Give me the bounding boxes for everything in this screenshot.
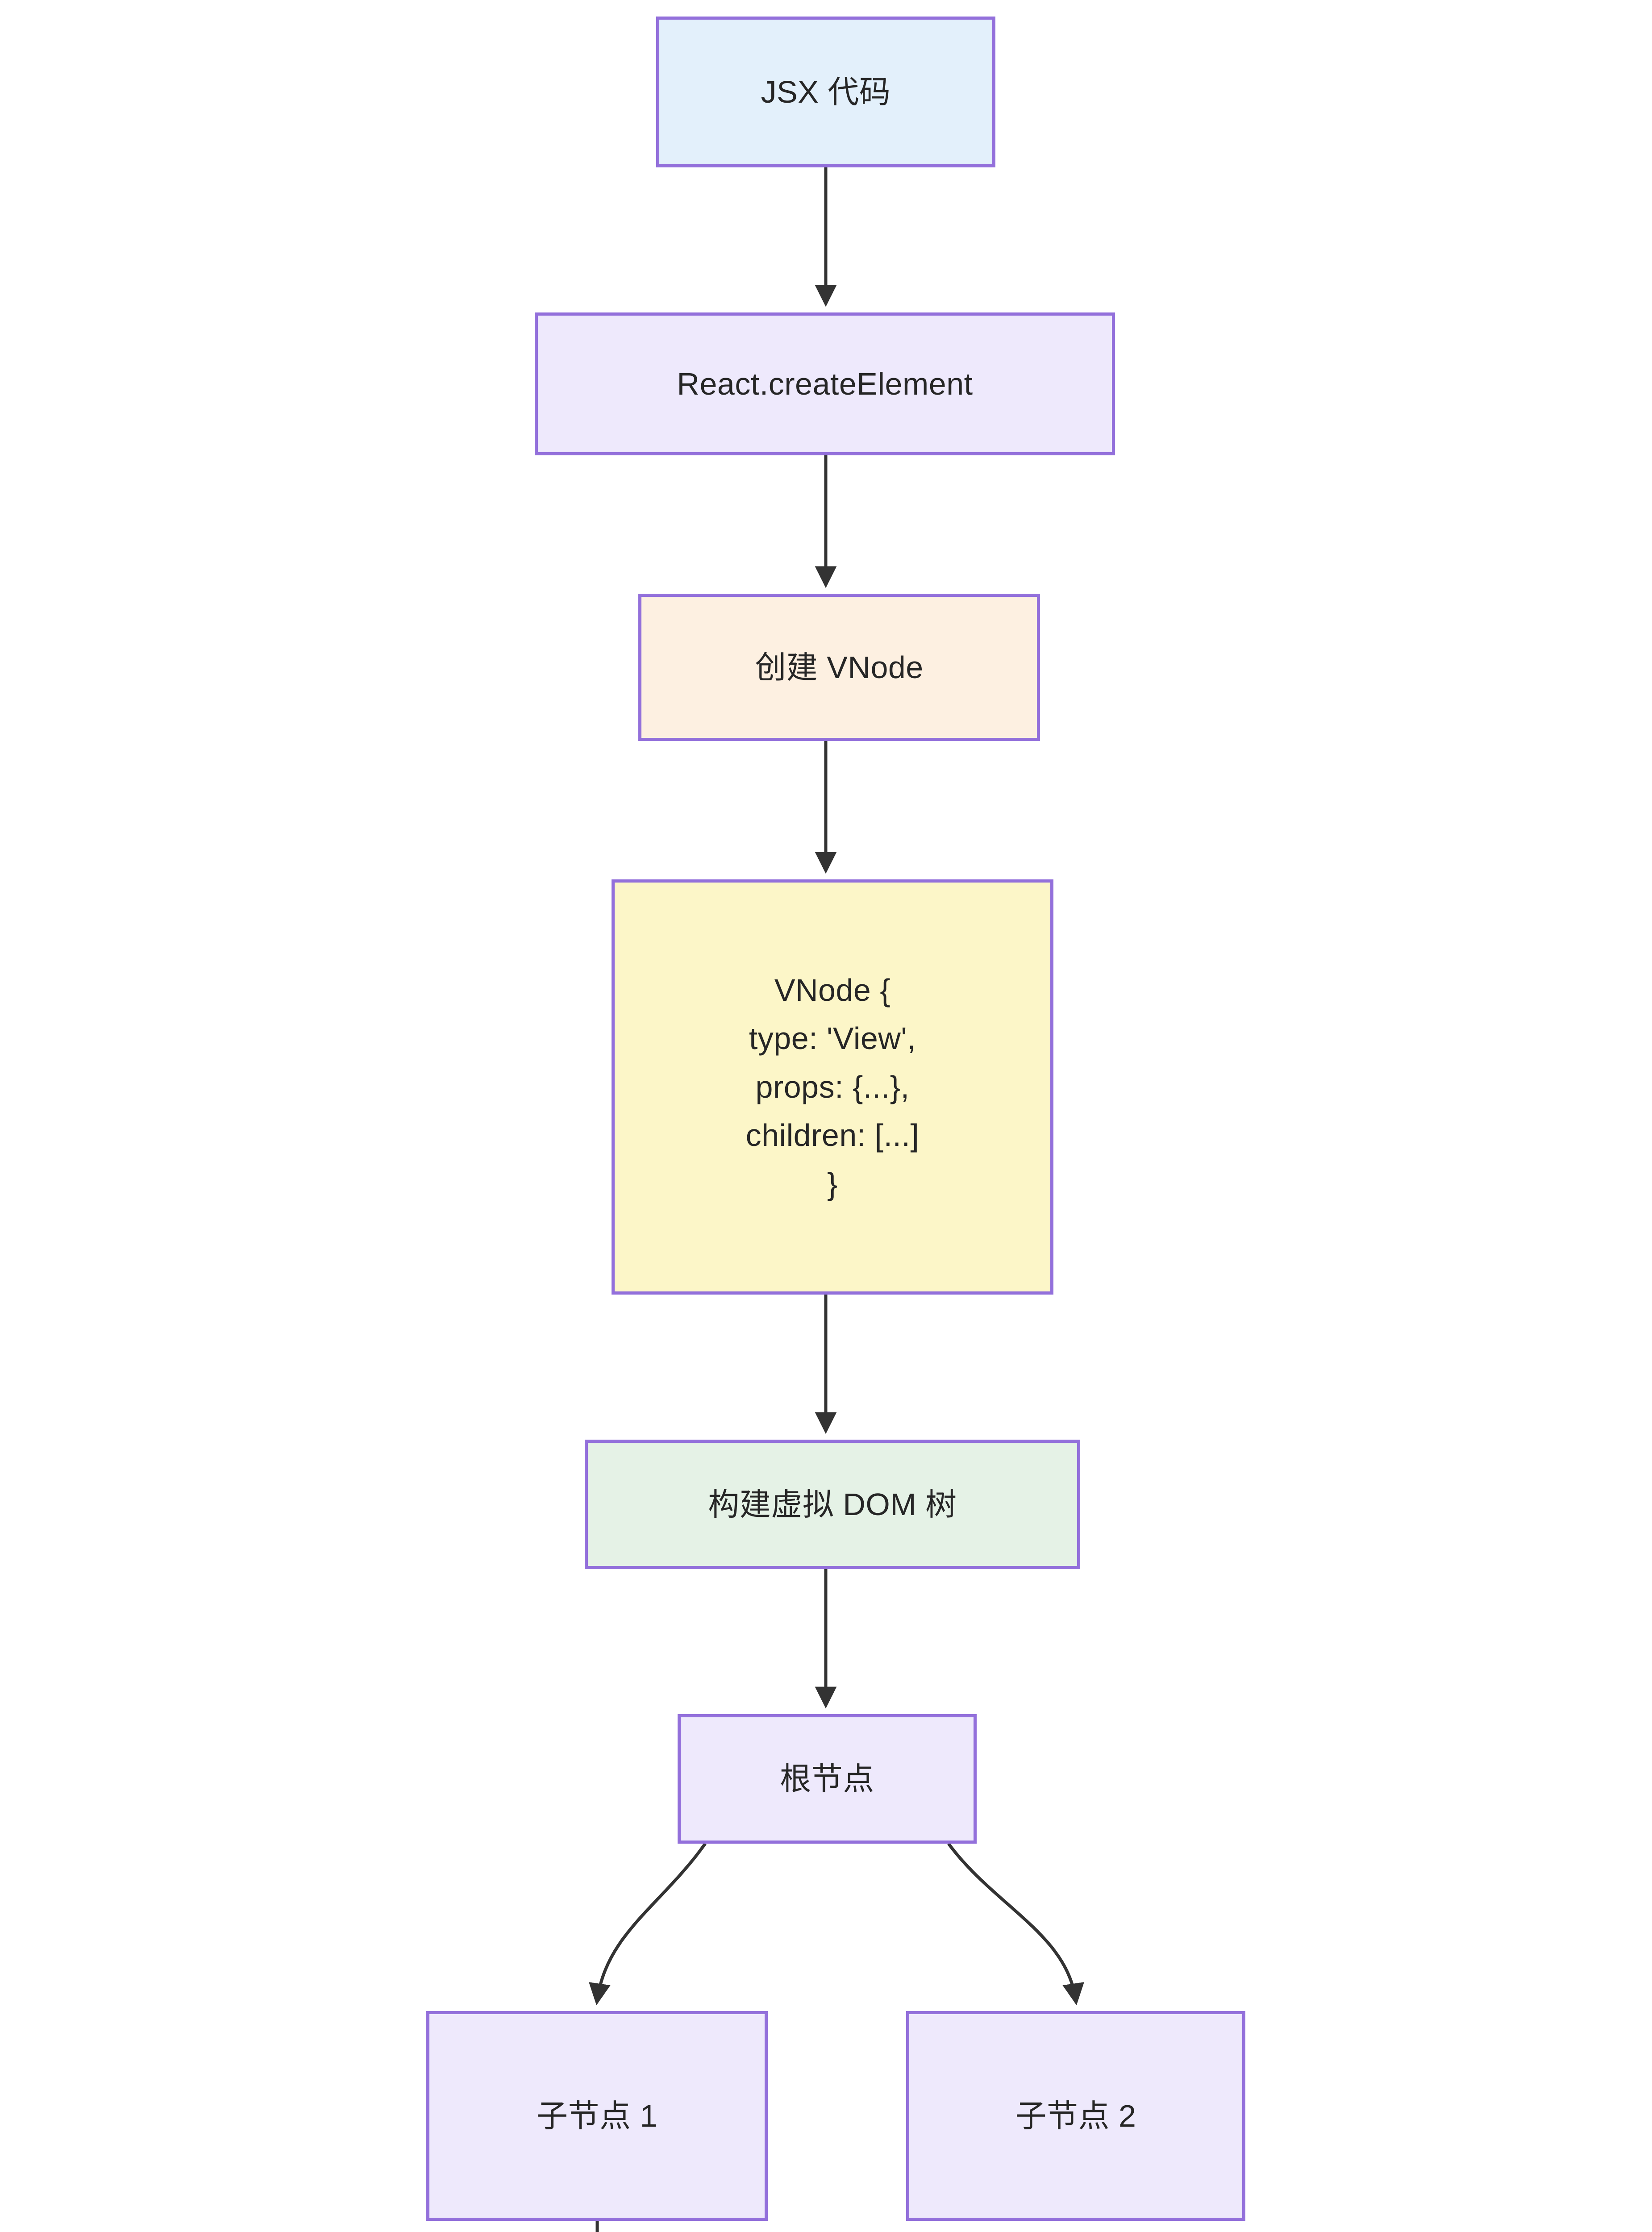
node-label: JSX 代码 [761, 74, 891, 109]
node-label: VNode { type: 'View', props: {...}, chil… [745, 972, 920, 1201]
node-root-node[interactable]: 根节点 [678, 1714, 977, 1844]
node-build-virtual-dom-tree[interactable]: 构建虚拟 DOM 树 [585, 1440, 1080, 1569]
edge-root-to-child1 [589, 1842, 707, 2006]
node-child-node-2[interactable]: 子节点 2 [906, 2011, 1245, 2221]
node-jsx-code[interactable]: JSX 代码 [656, 17, 995, 167]
node-vnode-object[interactable]: VNode { type: 'View', props: {...}, chil… [612, 879, 1053, 1295]
node-label: 构建虚拟 DOM 树 [708, 1487, 957, 1522]
node-label: 子节点 1 [537, 2098, 657, 2133]
node-create-vnode[interactable]: 创建 VNode [638, 594, 1040, 741]
node-react-create-element[interactable]: React.createElement [535, 312, 1115, 455]
node-child-node-1[interactable]: 子节点 1 [426, 2011, 768, 2221]
node-label: 子节点 2 [1015, 2098, 1136, 2133]
node-label: 根节点 [780, 1761, 874, 1796]
edge-root-to-child2 [947, 1842, 1084, 2006]
node-label: 创建 VNode [755, 650, 924, 685]
node-label: React.createElement [677, 366, 973, 401]
